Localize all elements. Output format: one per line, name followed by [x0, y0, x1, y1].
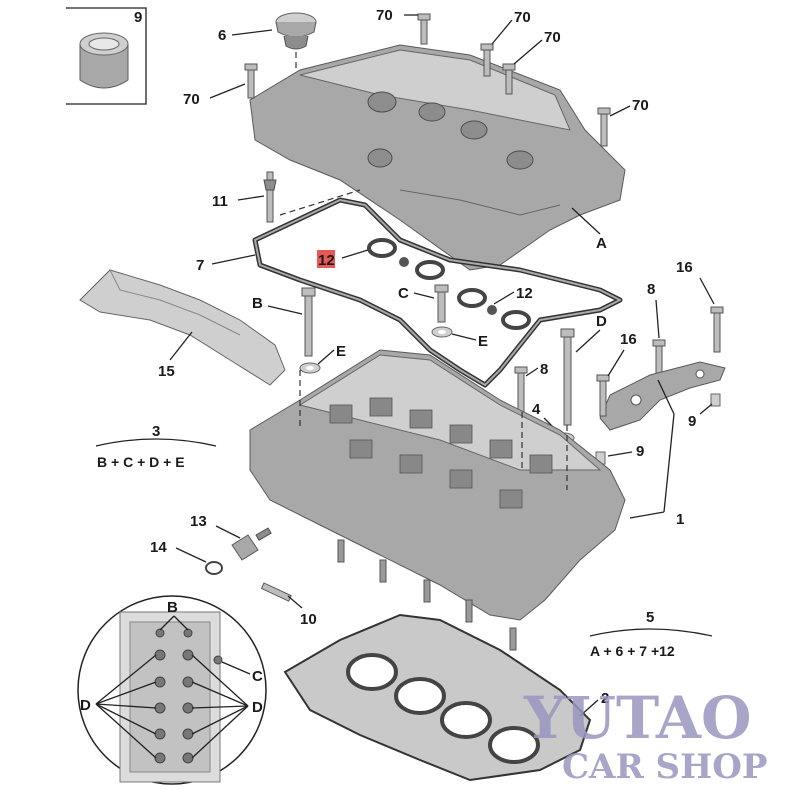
- tube-seals-12-upper: [367, 238, 445, 280]
- cover-gasket: [252, 197, 623, 388]
- cover-bolt-70-mid: [480, 43, 494, 77]
- sleeve-drawing: [79, 32, 129, 89]
- head-gasket: [283, 613, 592, 782]
- cover-bolt-70-far-right: [597, 107, 611, 147]
- label-70-right: 70: [544, 29, 561, 46]
- tube-seals-12-lower: [457, 288, 531, 330]
- label-9-head: 9: [636, 443, 644, 460]
- lifting-bracket: [599, 361, 726, 431]
- cover-bolt-70-right: [502, 63, 516, 95]
- kit-5-formula: A + 6 + 7 +12: [590, 643, 675, 659]
- leader-6: [231, 29, 273, 36]
- dowel-9-right: [710, 393, 721, 407]
- label-15: 15: [158, 363, 175, 380]
- head-bolt-B: [301, 287, 316, 357]
- label-E-left: E: [336, 343, 346, 360]
- cover-bolt-70-top: [417, 13, 431, 45]
- inset-label-D-right: D: [252, 699, 263, 716]
- sensor-13: [231, 527, 272, 561]
- label-3: 3: [152, 423, 160, 440]
- label-A: A: [596, 235, 607, 252]
- washer-E-left: [299, 362, 321, 374]
- label-70-left: 70: [183, 91, 200, 108]
- head-bolt-C: [434, 284, 449, 323]
- label-1: 1: [676, 511, 684, 528]
- kit-3-group: 3 B + C + D + E: [95, 423, 217, 470]
- label-11: 11: [212, 193, 228, 210]
- label-12-lower: 12: [516, 285, 533, 302]
- label-9-right: 9: [688, 413, 696, 430]
- label-14: 14: [150, 539, 167, 556]
- leader-A: [571, 207, 601, 235]
- kit-3-formula: B + C + D + E: [97, 454, 185, 470]
- label-2: 2: [601, 690, 609, 707]
- kit-5-group: 5 A + 6 + 7 +12: [589, 609, 713, 659]
- label-6: 6: [218, 27, 226, 44]
- sleeve-inset: 9: [66, 7, 147, 105]
- valve-cover: [249, 44, 626, 271]
- label-E-right: E: [478, 333, 488, 350]
- stud-10: [260, 582, 292, 602]
- cylinder-head: [249, 349, 626, 651]
- label-C: C: [398, 285, 409, 302]
- shop-watermark: YUTAO CAR SHOP: [523, 684, 767, 787]
- label-B: B: [252, 295, 263, 312]
- label-70-top: 70: [376, 7, 393, 24]
- label-8-right: 8: [647, 281, 655, 298]
- bolt-sequence-inset: B C D D: [77, 595, 267, 785]
- label-7: 7: [196, 257, 204, 274]
- stud-11: [263, 171, 277, 223]
- label-4: 4: [532, 401, 541, 418]
- head-bolt-D: [560, 328, 575, 426]
- cover-bolt-70-left: [244, 63, 258, 99]
- label-70-mid: 70: [514, 9, 531, 26]
- bolt-16-left: [596, 374, 610, 417]
- watermark-line-2: CAR SHOP: [562, 747, 767, 787]
- inset-label-B: B: [167, 599, 178, 616]
- inset-label-D-left: D: [80, 697, 91, 714]
- label-5: 5: [646, 609, 654, 626]
- label-8-left: 8: [540, 361, 548, 378]
- label-9-box: 9: [134, 9, 142, 26]
- seal-14: [205, 561, 223, 575]
- label-70-far-right: 70: [632, 97, 649, 114]
- label-16-left: 16: [620, 331, 637, 348]
- label-10: 10: [300, 611, 317, 628]
- inset-label-C: C: [252, 668, 263, 685]
- heat-shield: [79, 269, 286, 386]
- label-13: 13: [190, 513, 207, 530]
- oil-filler-cap: [275, 12, 317, 148]
- label-12-highlighted: 12: [318, 252, 335, 269]
- bolt-16-right: [710, 306, 724, 353]
- watermark-line-1: YUTAO: [523, 684, 752, 752]
- label-16-right: 16: [676, 259, 693, 276]
- label-D: D: [596, 313, 607, 330]
- stud-8-right: [652, 339, 666, 375]
- stud-8-left: [514, 366, 528, 413]
- washer-E-right: [431, 326, 453, 338]
- highlight-box-12: [317, 250, 335, 268]
